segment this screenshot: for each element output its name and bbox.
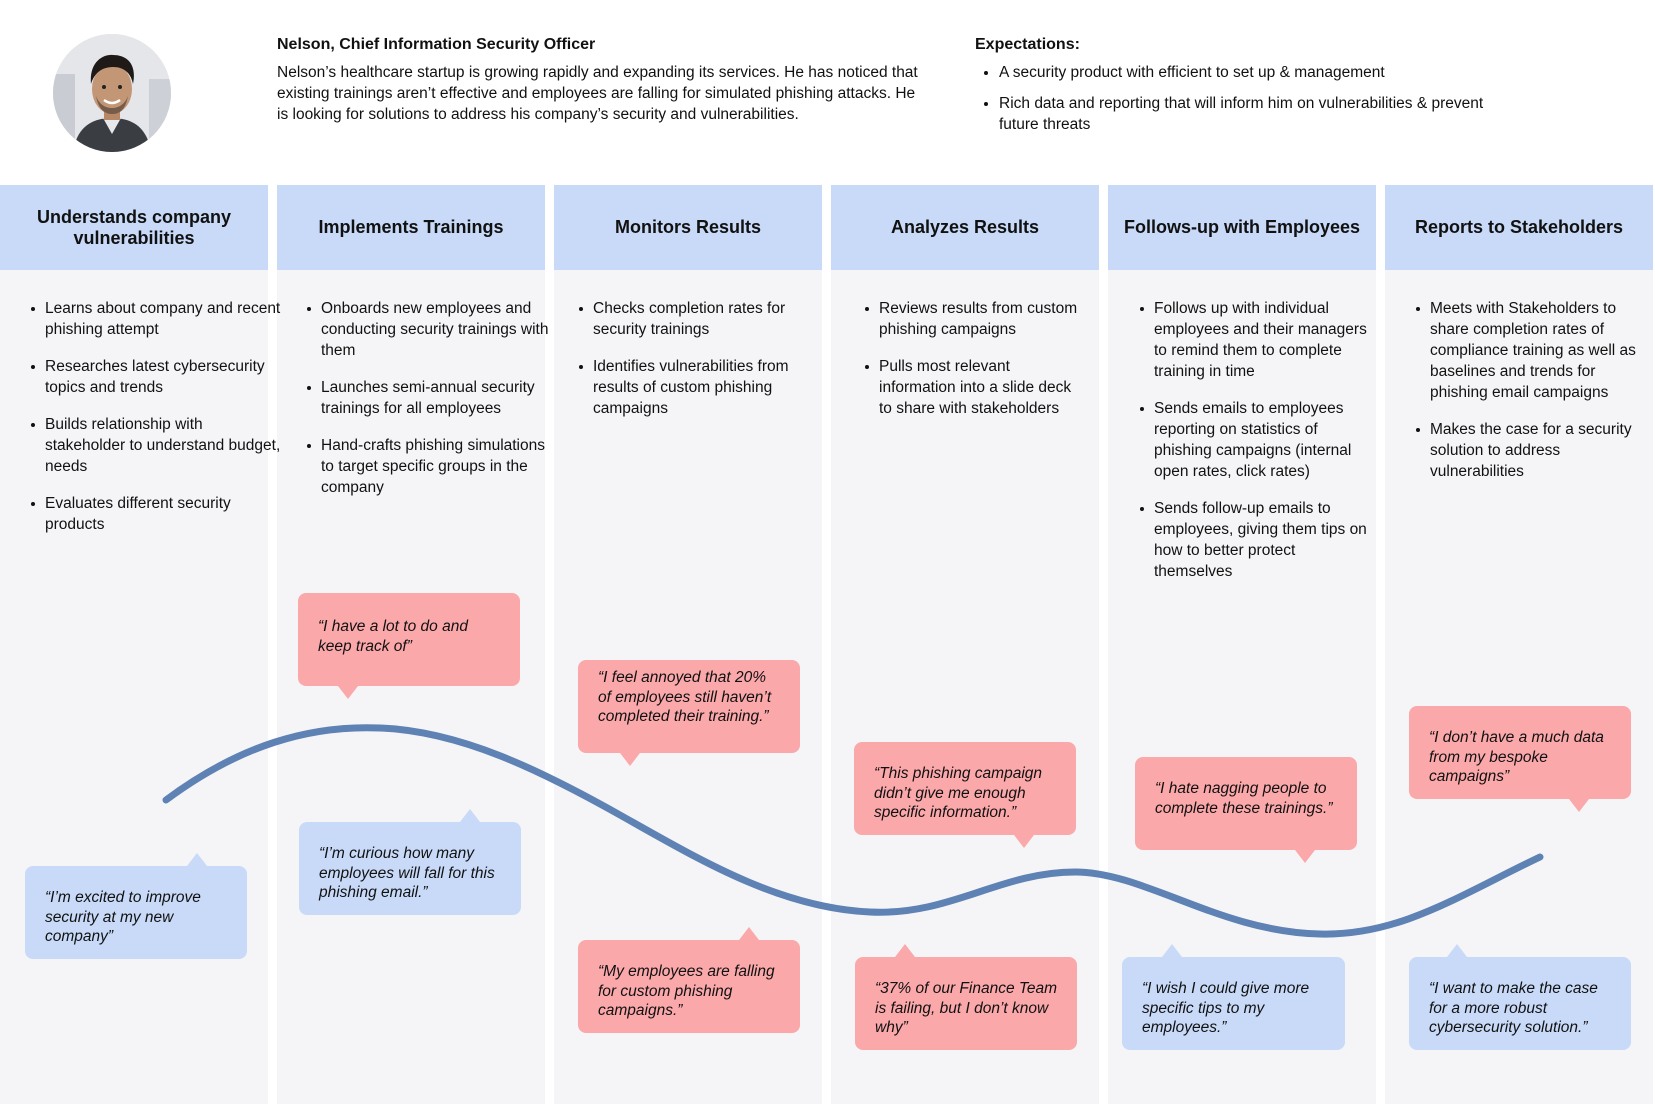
stage-activities-4: Reviews results from custom phishing cam… (863, 298, 1079, 435)
expectations-title: Expectations: (975, 36, 1080, 53)
persona-description: Nelson’s healthcare startup is growing r… (277, 64, 918, 123)
stage-header-4: Analyzes Results (831, 185, 1099, 270)
stage-column-6 (1385, 185, 1653, 1104)
persona-photo-icon (53, 34, 171, 152)
persona-name: Nelson, Chief Information Security Offic… (277, 36, 596, 53)
stage-activities-1: Learns about company and recent phishing… (29, 298, 285, 551)
bubble-tail (1447, 944, 1467, 957)
quote-text: “I have a lot to do and keep track of” (318, 618, 468, 655)
expectation-item: A security product with efficient to set… (999, 62, 1519, 83)
quote-text: “I’m curious how many employees will fal… (319, 845, 495, 901)
avatar (53, 34, 171, 152)
stage-column-5 (1108, 185, 1376, 1104)
bubble-tail (187, 853, 207, 866)
expectations-list: A security product with efficient to set… (975, 62, 1519, 145)
activity-item: Onboards new employees and conducting se… (307, 298, 561, 361)
stage-activities-2: Onboards new employees and conducting se… (305, 298, 561, 514)
activity-item: Pulls most relevant information into a s… (865, 356, 1079, 419)
stage-header-6: Reports to Stakeholders (1385, 185, 1653, 270)
quote-bubble-negative: “I hate nagging people to complete these… (1135, 757, 1357, 863)
quote-bubble-negative: “I feel annoyed that 20% of employees st… (578, 660, 800, 766)
activity-item: Launches semi-annual security trainings … (307, 377, 561, 419)
quote-bubble-negative: “This phishing campaign didn’t give me e… (854, 742, 1076, 848)
bubble-tail (1162, 944, 1182, 957)
activity-item: Checks completion rates for security tra… (579, 298, 833, 340)
expectation-item: Rich data and reporting that will inform… (999, 93, 1519, 135)
quote-bubble-positive: “I wish I could give more specific tips … (1122, 944, 1345, 1050)
bubble-tail (460, 809, 480, 822)
activity-item: Sends follow-up emails to employees, giv… (1140, 498, 1376, 582)
activity-item: Follows up with individual employees and… (1140, 298, 1376, 382)
activity-item: Researches latest cybersecurity topics a… (31, 356, 285, 398)
quote-bubble-positive: “I’m curious how many employees will fal… (299, 809, 521, 915)
quote-bubble-positive: “I’m excited to improve security at my n… (25, 853, 247, 959)
quote-text: “I want to make the case for a more robu… (1429, 980, 1598, 1036)
quote-bubble-negative: “My employees are falling for custom phi… (578, 927, 800, 1033)
quote-text: “I don’t have a much data from my bespok… (1429, 729, 1604, 785)
activity-item: Makes the case for a security solution t… (1416, 419, 1642, 482)
bubble-tail (1014, 835, 1034, 848)
bubble-tail (739, 927, 759, 940)
stage-activities-3: Checks completion rates for security tra… (577, 298, 833, 435)
stage-header-3: Monitors Results (554, 185, 822, 270)
stage-header-1: Understands company vulnerabilities (0, 185, 268, 270)
bubble-tail (895, 944, 915, 957)
activity-item: Sends emails to employees reporting on s… (1140, 398, 1376, 482)
activity-item: Hand-crafts phishing simulations to targ… (307, 435, 561, 498)
bubble-tail (338, 686, 358, 699)
bubble-tail (1569, 799, 1589, 812)
persona-section: Nelson, Chief Information Security Offic… (0, 0, 1655, 180)
bubble-tail (1295, 850, 1315, 863)
stage-activities-5: Follows up with individual employees and… (1138, 298, 1376, 598)
quote-text: “I’m excited to improve security at my n… (45, 889, 201, 945)
quote-bubble-negative: “I don’t have a much data from my bespok… (1409, 706, 1631, 812)
stage-activities-6: Meets with Stakeholders to share complet… (1414, 298, 1642, 498)
stage-column-4 (831, 185, 1099, 1104)
quote-bubble-negative: “I have a lot to do and keep track of” (298, 593, 520, 699)
stage-header-5: Follows-up with Employees (1108, 185, 1376, 270)
activity-item: Meets with Stakeholders to share complet… (1416, 298, 1642, 403)
quote-text: “I feel annoyed that 20% of employees st… (598, 669, 772, 725)
quote-text: “This phishing campaign didn’t give me e… (874, 765, 1043, 821)
quote-text: “My employees are falling for custom phi… (598, 963, 775, 1019)
quote-text: “I hate nagging people to complete these… (1155, 780, 1333, 817)
quote-bubble-negative: “37% of our Finance Team is failing, but… (855, 944, 1077, 1050)
quote-text: “I wish I could give more specific tips … (1142, 980, 1310, 1036)
activity-item: Evaluates different security products (31, 493, 285, 535)
activity-item: Reviews results from custom phishing cam… (865, 300, 1078, 338)
quote-bubble-positive: “I want to make the case for a more robu… (1409, 944, 1631, 1050)
bubble-tail (620, 753, 640, 766)
activity-item: Builds relationship with stakeholder to … (31, 414, 285, 477)
stage-header-2: Implements Trainings (277, 185, 545, 270)
activity-item: Learns about company and recent phishing… (31, 298, 285, 340)
activity-item: Identifies vulnerabilities from results … (579, 356, 833, 419)
quote-text: “37% of our Finance Team is failing, but… (875, 980, 1058, 1036)
